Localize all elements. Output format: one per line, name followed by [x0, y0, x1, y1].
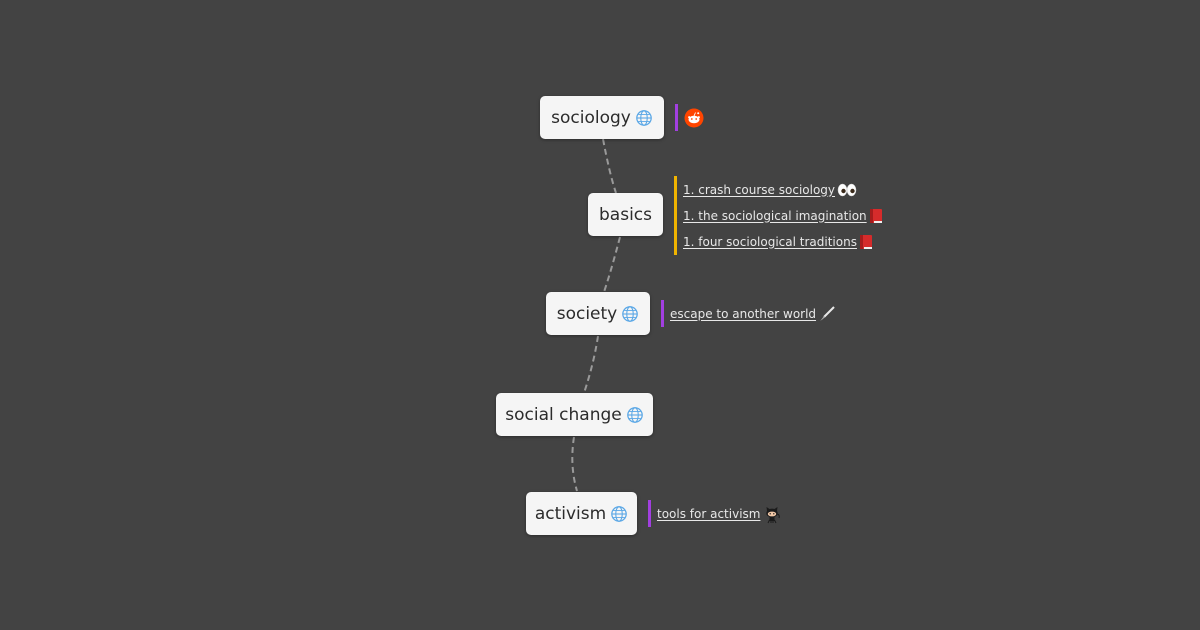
note-link-escape-to-another-world[interactable]: escape to another world — [670, 306, 817, 321]
note-link-four-sociological-traditions[interactable]: 1. four sociological traditions — [683, 234, 857, 249]
node-activism[interactable]: activism — [526, 492, 637, 535]
node-social-change[interactable]: social change — [496, 393, 653, 436]
node-society[interactable]: society — [546, 292, 650, 335]
note-four-sociological-traditions: 1. four sociological traditions — [683, 229, 883, 255]
link-sociology-basics — [602, 138, 617, 194]
notes-basics: 1. crash course sociology 1. the sociolo… — [674, 176, 883, 255]
globe-icon — [611, 505, 628, 522]
globe-icon — [636, 109, 652, 126]
note-crash-course-sociology: 1. crash course sociology — [683, 177, 883, 203]
node-society-label: society — [556, 303, 618, 324]
note-sociological-imagination: 1. the sociological imagination — [683, 203, 883, 229]
node-activism-label: activism — [534, 503, 607, 524]
note-tools-for-activism: tools for activism — [657, 501, 782, 527]
link-basics-society — [603, 236, 621, 293]
book-icon — [859, 234, 872, 249]
link-society-social-change — [583, 335, 599, 394]
reddit-icon[interactable] — [684, 108, 704, 128]
node-basics[interactable]: basics — [588, 193, 663, 236]
globe-icon — [622, 305, 639, 322]
notes-activism: tools for activism — [648, 500, 782, 527]
notes-sociology — [675, 104, 704, 131]
node-sociology-label: sociology — [551, 107, 631, 128]
book-icon — [869, 208, 882, 223]
brush-icon — [820, 305, 835, 321]
node-sociology[interactable]: sociology — [540, 96, 664, 139]
note-escape-to-another-world: escape to another world — [670, 301, 836, 327]
notes-society: escape to another world — [661, 300, 836, 327]
note-link-crash-course-sociology[interactable]: 1. crash course sociology — [683, 182, 836, 197]
globe-icon — [626, 406, 643, 423]
octocat-icon — [766, 506, 781, 523]
note-link-sociological-imagination[interactable]: 1. the sociological imagination — [683, 208, 867, 223]
node-social-change-label: social change — [505, 404, 622, 425]
eyes-icon — [837, 183, 857, 196]
link-social-change-activism — [571, 436, 578, 492]
note-link-tools-for-activism[interactable]: tools for activism — [657, 506, 761, 521]
node-basics-label: basics — [599, 204, 652, 225]
